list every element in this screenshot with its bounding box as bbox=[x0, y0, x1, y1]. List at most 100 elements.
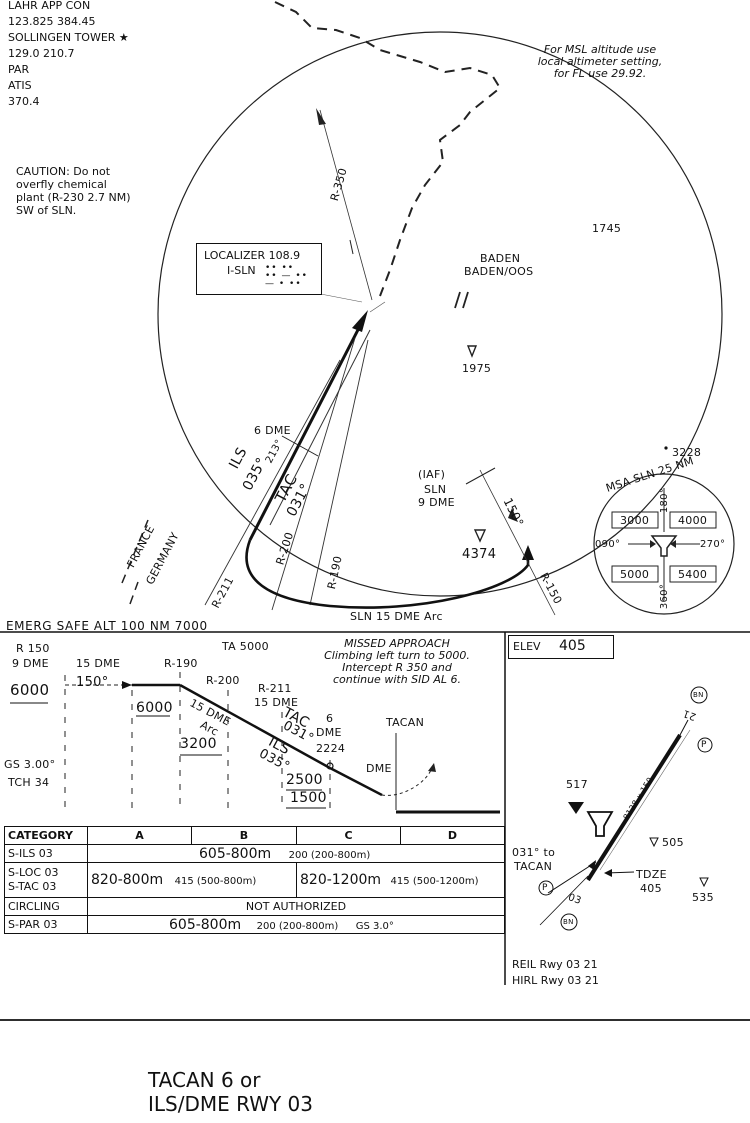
sils-values: 605-800m 200 (200-800m) bbox=[87, 844, 505, 863]
localizer-ident: I-SLN bbox=[227, 264, 256, 277]
caution-line: SW of SLN. bbox=[16, 204, 77, 217]
freq-line: PAR bbox=[8, 63, 30, 76]
spot-elev-535: 535 bbox=[692, 891, 714, 904]
lighting-info: REIL Rwy 03 21 HIRL Rwy 03 21 bbox=[512, 957, 599, 989]
profile-alt-6000: 6000 bbox=[10, 681, 50, 699]
profile-dme: DME bbox=[366, 762, 392, 775]
threshold-crossing-height: TCH 34 bbox=[8, 776, 50, 789]
circling-label: CIRCLING bbox=[4, 897, 88, 916]
iaf-sln: SLN bbox=[424, 483, 447, 496]
tdze-label: TDZE bbox=[636, 868, 667, 881]
profile-r200: R-200 bbox=[206, 674, 240, 687]
msa-circle bbox=[593, 473, 735, 615]
spar-values: 605-800m 200 (200-800m) GS 3.0° bbox=[87, 915, 505, 934]
glide-slope: GS 3.00° bbox=[4, 758, 56, 771]
profile-course-150: 150° bbox=[76, 675, 109, 690]
freq-line: 129.0 210.7 bbox=[8, 47, 75, 60]
iaf-dme: 9 DME bbox=[418, 496, 455, 509]
freq-line: 370.4 bbox=[8, 95, 40, 108]
beacon-s-label: BN bbox=[563, 918, 574, 926]
missed-title: MISSED APPROACH bbox=[344, 637, 450, 650]
msa-sector-sw: 5000 bbox=[620, 568, 650, 581]
spot-elev-3228: 3228 bbox=[672, 446, 702, 459]
msa-bearing-180: 180° bbox=[659, 487, 671, 514]
to-tacan-label-2: TACAN bbox=[514, 860, 553, 873]
circling-row: CIRCLING NOT AUTHORIZED bbox=[4, 897, 505, 916]
caution-line: plant (R-230 2.7 NM) bbox=[16, 191, 131, 204]
arc-label: SLN 15 DME Arc bbox=[350, 610, 443, 623]
tdze-value: 405 bbox=[640, 882, 662, 895]
profile-dme6-label: DME bbox=[316, 726, 342, 739]
spot-elev-1745: 1745 bbox=[592, 222, 622, 235]
profile-r211: R-211 bbox=[258, 682, 292, 695]
par-p-label-top: P bbox=[701, 740, 707, 750]
dme-arc-path bbox=[245, 539, 530, 609]
spot-elev-517: 517 bbox=[566, 778, 588, 791]
profile-15dme: 15 DME bbox=[76, 657, 121, 670]
spot-elev-505: 505 bbox=[662, 836, 684, 849]
freq-line: ATIS bbox=[8, 79, 32, 92]
sloc-ab-dh: 415 (500-800m) bbox=[174, 876, 257, 887]
caution-line: CAUTION: Do not bbox=[16, 165, 111, 178]
circling-value: NOT AUTHORIZED bbox=[87, 897, 505, 916]
cat-b-header: B bbox=[191, 826, 297, 845]
sils-row: S-ILS 03 605-800m 200 (200-800m) bbox=[4, 844, 505, 863]
note-line: For MSL altitude use bbox=[543, 43, 657, 56]
sloc-label: S-LOC 03 S-TAC 03 bbox=[4, 862, 88, 898]
note-line: for FL use 29.92. bbox=[553, 67, 647, 80]
msa-bearing-360: 360° bbox=[659, 583, 671, 610]
minimums-table: CATEGORY A B C D S-ILS 03 605-800m 200 (… bbox=[4, 826, 505, 934]
profile-alt-2224: 2224 bbox=[316, 742, 346, 755]
lighting-line: HIRL Rwy 03 21 bbox=[512, 974, 599, 987]
sloc-cd-dh: 415 (500-1200m) bbox=[390, 876, 479, 887]
profile-r190: R-190 bbox=[164, 657, 198, 670]
sils-vis: 605-800m bbox=[199, 845, 272, 862]
spar-dh: 200 (200-800m) bbox=[256, 920, 339, 932]
profile-alt-3200: 3200 bbox=[180, 736, 217, 752]
sloc-row: S-LOC 03 S-TAC 03 820-800m 415 (500-800m… bbox=[4, 862, 505, 898]
procedure-title: TACAN 6 or ILS/DME RWY 03 bbox=[148, 1068, 313, 1116]
altimeter-note: For MSL altitude use local altimeter set… bbox=[520, 44, 680, 80]
lighting-line: REIL Rwy 03 21 bbox=[512, 958, 598, 971]
morse-code: •• •• •• — •• — • •• bbox=[265, 263, 308, 289]
par-p-label-bottom: P bbox=[542, 883, 548, 893]
sloc-label-1: S-LOC 03 bbox=[8, 866, 59, 879]
caution-line: overfly chemical bbox=[16, 178, 107, 191]
elevation-value: 405 bbox=[559, 638, 586, 654]
title-line-2: ILS/DME RWY 03 bbox=[148, 1092, 314, 1116]
sloc-label-2: S-TAC 03 bbox=[8, 880, 57, 893]
profile-alt-6000-min: 6000 bbox=[136, 700, 173, 716]
sloc-cd-vis: 820-1200m bbox=[300, 872, 382, 888]
msa-sector-se: 5400 bbox=[678, 568, 708, 581]
note-line: local altimeter setting, bbox=[537, 55, 663, 68]
beacon-n-label: BN bbox=[693, 691, 704, 699]
cat-c-header: C bbox=[296, 826, 401, 845]
spar-label: S-PAR 03 bbox=[4, 915, 88, 934]
beacon-n-icon bbox=[690, 686, 708, 704]
spar-vis: 605-800m bbox=[169, 916, 242, 933]
obstacle-517-icon bbox=[568, 802, 584, 814]
title-line-1: TACAN 6 or bbox=[148, 1068, 261, 1092]
freq-line: SOLLINGEN TOWER ★ bbox=[8, 31, 129, 44]
spot-elev-1975: 1975 bbox=[462, 362, 492, 375]
beacon-s-icon bbox=[560, 913, 578, 931]
profile-tacan: TACAN bbox=[386, 716, 425, 729]
localizer-box: LOCALIZER 108.9 I-SLN •• •• •• — •• — • … bbox=[196, 243, 322, 295]
caution-note: CAUTION: Do not overfly chemical plant (… bbox=[16, 165, 166, 217]
profile-dme6-num: 6 bbox=[326, 712, 334, 725]
sloc-cd: 820-1200m 415 (500-1200m) bbox=[296, 862, 505, 898]
msa-sector-ne: 4000 bbox=[678, 514, 708, 527]
elevation-label: ELEV bbox=[513, 640, 541, 653]
missed-line: Climbing left turn to 5000. bbox=[324, 649, 470, 662]
missed-line: Intercept R 350 and bbox=[342, 661, 452, 674]
spot-elev-4374: 4374 bbox=[462, 547, 497, 562]
baden-oos-label: BADEN/OOS bbox=[464, 265, 534, 278]
par-p-icon-bottom bbox=[538, 880, 554, 896]
dme-circle bbox=[157, 31, 723, 597]
border-line bbox=[274, 1, 502, 297]
msa-bearing-270: 270° bbox=[700, 539, 726, 550]
freq-line: 123.825 384.45 bbox=[8, 15, 96, 28]
obstacle-4374-icon bbox=[473, 529, 487, 543]
profile-alt-2500: 2500 bbox=[286, 772, 323, 788]
